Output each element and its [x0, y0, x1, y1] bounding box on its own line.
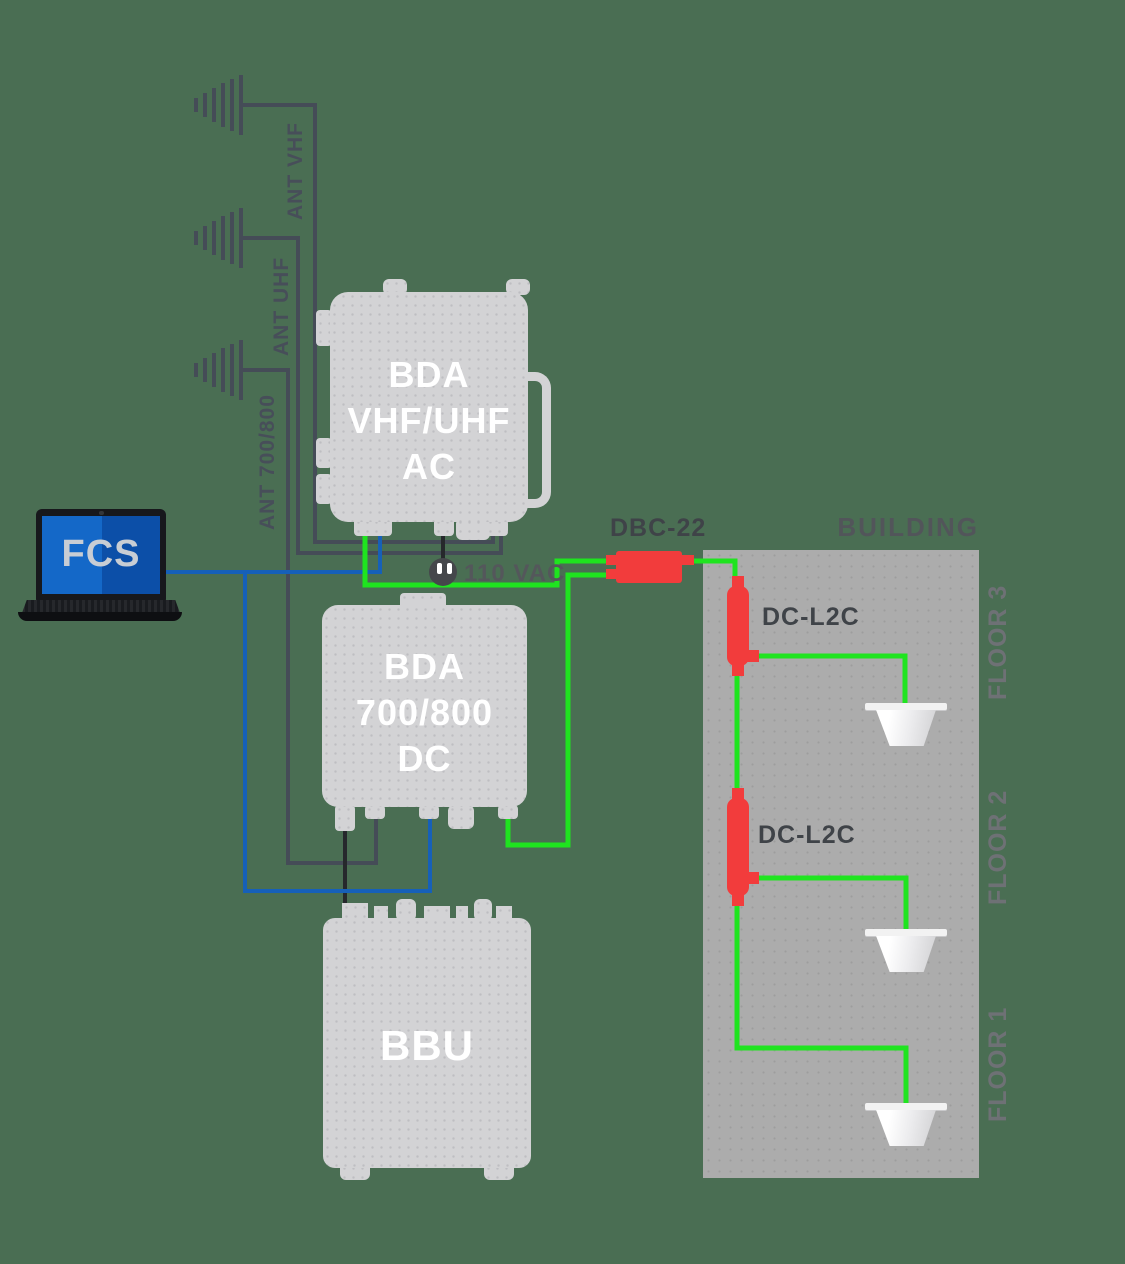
bda-dc-label: BDA 700/800 DC [355, 646, 494, 779]
dbc-22-splitter [616, 551, 682, 583]
dc-l2c-floor2-label: DC-L2C [758, 821, 856, 849]
bbu-top-port [474, 899, 492, 921]
dc-l2c-floor3-label: DC-L2C [762, 603, 860, 631]
bda-ac-port [434, 518, 454, 536]
bda-700-800-dc-unit [322, 605, 527, 807]
bda-dc-port [419, 805, 439, 819]
laptop-display [42, 516, 160, 594]
power-label: 110 VAC [464, 560, 566, 587]
bda-dc-port [448, 805, 474, 829]
bbu-foot [340, 1164, 370, 1180]
plug-prong [437, 563, 442, 574]
bda-ac-to-dbc-cable [362, 528, 614, 588]
ant-uhf-label: ANT UHF [270, 256, 293, 356]
ant-uhf-feedline [242, 236, 503, 555]
bda-ac-port [486, 518, 508, 536]
bda-ac-port [354, 518, 392, 536]
floor2-coupler-tap-cable [753, 875, 909, 932]
floor2-to-floor1-antenna-cable [734, 898, 909, 1106]
laptop-base [18, 612, 182, 621]
fcs-to-bda-ac-cable [163, 528, 382, 574]
dbc-port [606, 569, 618, 579]
bda-ac-handle [520, 372, 551, 508]
ant-700-800-feedline [243, 368, 378, 865]
bda-dc-to-dbc-cable [505, 572, 614, 848]
bbu-unit [323, 918, 531, 1168]
bda-ac-side-tab [316, 474, 332, 504]
power-plug-icon [429, 558, 457, 586]
bda-ac-top-mount [506, 279, 530, 295]
ant-700-800-label: ANT 700/800 [256, 394, 279, 530]
floor-3-label: FLOOR 3 [984, 584, 1012, 700]
bda-vhf-uhf-ac-unit [330, 292, 528, 522]
fcs-to-bda-dc-cable [243, 572, 432, 893]
antenna-uhf-icon [194, 208, 243, 268]
fcs-label: FCS [61, 533, 141, 575]
bbu-label: BBU [380, 1022, 474, 1069]
coupler-tap-port [747, 650, 759, 662]
ant-vhf-feedline [242, 103, 495, 544]
building-label: BUILDING [837, 512, 979, 542]
ceiling-antenna-plate [865, 1103, 947, 1110]
dc-l2c-coupler-floor2 [727, 798, 749, 896]
antenna-700-800-icon [194, 340, 243, 400]
dbc-22-label: DBC-22 [610, 514, 707, 542]
bbu-top-port [396, 899, 416, 921]
coupler-tap-port [747, 872, 759, 884]
bda-dc-port [365, 805, 385, 819]
plug-prong [447, 563, 452, 574]
bda-ac-side-tab [316, 438, 332, 468]
dbc-port [606, 555, 618, 565]
ceiling-antenna-plate [865, 703, 947, 710]
bda-dc-port [498, 805, 518, 819]
dc-l2c-coupler-floor3 [727, 586, 749, 666]
laptop-keyboard [22, 600, 180, 613]
bda-dc-port [335, 805, 355, 831]
dbc-port [682, 555, 694, 565]
bda-ac-label: BDA VHF/UHF AC [347, 354, 511, 487]
floor3-coupler-tap-cable [753, 653, 908, 708]
dbc-to-floor3-coupler-cable [686, 558, 738, 580]
floor-1-label: FLOOR 1 [984, 1006, 1012, 1122]
floor-2-label: FLOOR 2 [984, 789, 1012, 905]
bda-ac-top-mount [383, 279, 407, 295]
antenna-vhf-icon [194, 75, 243, 135]
ant-vhf-label: ANT VHF [284, 122, 307, 220]
bda-ac-port [456, 518, 490, 540]
bda-ac-side-tab [316, 310, 332, 346]
bbu-foot [484, 1164, 514, 1180]
ceiling-antenna-plate [865, 929, 947, 936]
laptop-camera-icon [99, 511, 104, 515]
